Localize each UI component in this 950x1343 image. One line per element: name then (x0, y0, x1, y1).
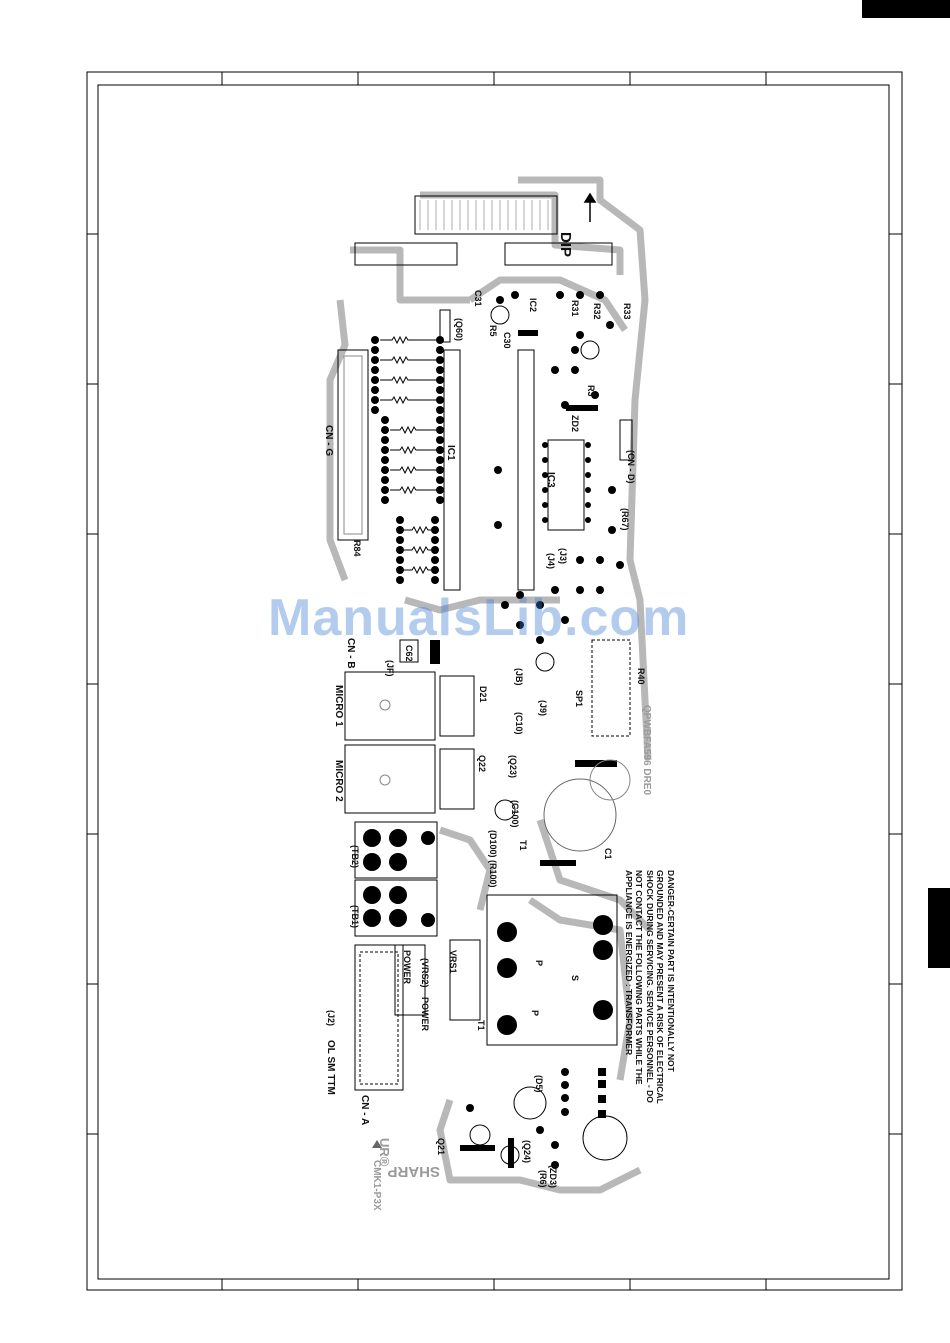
diode-row (466, 1068, 606, 1169)
r5-label: R5 (488, 325, 498, 337)
misc-pads-upper (494, 291, 624, 644)
micro1-label: MICRO 1 (333, 685, 344, 727)
ol-sm-ttm-label: OL SM TTM (325, 1040, 336, 1095)
cn-d-label: (CN - D) (626, 450, 636, 484)
q23-label: (Q23) (508, 755, 518, 779)
vrs1-label: VRS1 (448, 950, 458, 974)
ic1-pad-row (371, 336, 444, 584)
cn-a-connector (354, 944, 426, 1091)
c100-label: (C100) (510, 800, 520, 828)
r84-label: R84 (352, 540, 362, 557)
j2-label: (J2) (326, 1010, 336, 1027)
terminal-block-frames (354, 821, 438, 937)
ul-triangle-mark (372, 1140, 382, 1148)
r67-label: (R67) (620, 508, 630, 531)
ic1-chip-outline (443, 349, 535, 591)
c10-label: (C10) (514, 712, 524, 735)
c62-label: C62 (404, 645, 414, 662)
pcb-code-label: QPWBFA596 DRE0 (641, 705, 652, 796)
cn-a-label: CN - A (359, 1095, 370, 1126)
page-corner-tab (862, 0, 950, 18)
j4-label: (J4) (546, 553, 556, 570)
transformer-pins (497, 915, 613, 1035)
transformer-outline (449, 894, 618, 1046)
c30-label: C30 (502, 332, 512, 349)
ic2-label: IC2 (528, 298, 538, 313)
ic1-label: IC1 (445, 445, 456, 461)
copper-bus-top (419, 200, 549, 230)
cn-g-label: CN - G (323, 425, 334, 457)
q60-label: (Q60) (454, 318, 464, 342)
jf-label: (JF) (385, 660, 395, 677)
c1-label: C1 (603, 848, 613, 860)
jb-label: (JB) (514, 668, 524, 686)
ic3-pads (542, 442, 591, 523)
c31-label: C31 (473, 290, 483, 307)
r33-label: R33 (622, 303, 632, 320)
tb1-label: (TB1) (350, 905, 360, 928)
q24-label: (Q24) (522, 1140, 532, 1164)
ic3-chip-outline (547, 439, 585, 531)
q21-label: Q21 (436, 1138, 446, 1156)
vrs2-label: (VRS2) (420, 958, 430, 988)
danger-warning-text: DANGER-CERTAIN PART IS INTENTIONALLY NOT… (624, 870, 676, 1104)
cn-g-connector (337, 349, 369, 541)
t1-label-upper: T1 (518, 840, 528, 851)
micro-switch-outlines (344, 671, 475, 814)
r32-label: R32 (592, 303, 602, 320)
power-label-2: POWER (420, 997, 430, 1032)
capacitor-circles (469, 305, 631, 1165)
q22-label: Q22 (477, 755, 487, 773)
pin-p-label-1: P (534, 960, 544, 967)
pin-p-label-2: P (530, 1010, 540, 1017)
t1-label-lower: T1 (476, 1020, 486, 1031)
copper-traces (326, 176, 653, 1194)
zd3-label: (ZD3) (548, 1165, 558, 1188)
ic3-label: IC3 (545, 472, 556, 488)
sharp-brand-mark: SHARP (387, 1163, 440, 1180)
j3-label: (J3) (558, 548, 568, 565)
watermark: ManualsLib.com (268, 589, 690, 647)
cmk-code-label: CMK1-P3X (371, 1160, 382, 1211)
d21-label: D21 (478, 686, 488, 703)
terminal-blocks (363, 829, 435, 927)
sp1-speaker-outline (591, 639, 631, 737)
component-bodies (399, 309, 633, 1168)
r31-label: R31 (570, 300, 580, 317)
d5-label: (D5) (534, 1075, 544, 1093)
d100-label: (D100) (488, 830, 498, 858)
section-index-tab (928, 888, 950, 968)
pin-s-label: S (570, 975, 580, 982)
j9-label: (J9) (538, 700, 548, 717)
micro2-label: MICRO 2 (333, 760, 344, 802)
resistor-array (380, 335, 436, 575)
zd2-label: ZD2 (570, 415, 580, 433)
cn-b-label: CN - B (345, 638, 356, 669)
r100-label: (R100) (488, 860, 498, 888)
dip-arrow (583, 192, 597, 222)
r3-label: R3 (586, 385, 596, 397)
dip-label: DIP (557, 232, 574, 258)
power-label-1: POWER (402, 950, 412, 985)
r40-label: R40 (636, 668, 646, 685)
dip-connector-outlines (354, 195, 613, 266)
drawing-frame (86, 71, 903, 1291)
sp1-label: SP1 (574, 690, 584, 708)
tb2-label: (TB2) (350, 845, 360, 868)
r6-label: (R6) (538, 1170, 548, 1188)
